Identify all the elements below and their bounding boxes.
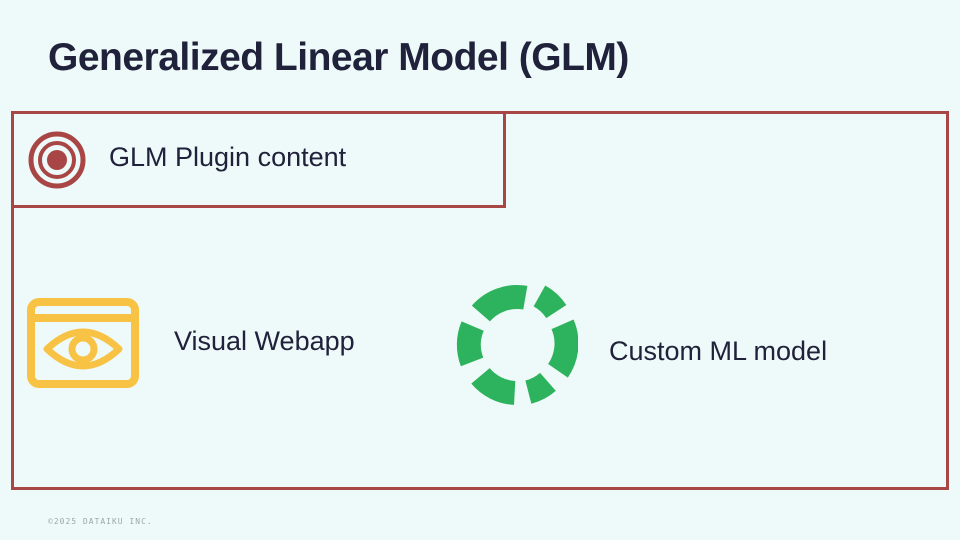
target-icon xyxy=(28,131,86,189)
custom-ml-model-label: Custom ML model xyxy=(609,336,828,366)
ring-segments-icon xyxy=(456,285,578,405)
plugin-content-label: GLM Plugin content xyxy=(109,142,347,172)
webapp-eye-icon xyxy=(27,298,139,388)
slide-title: Generalized Linear Model (GLM) xyxy=(48,36,629,79)
plugin-content-frame xyxy=(11,111,506,208)
visual-webapp-label: Visual Webapp xyxy=(174,326,355,356)
copyright-footer: ©2025 DATAIKU INC. xyxy=(48,517,153,526)
